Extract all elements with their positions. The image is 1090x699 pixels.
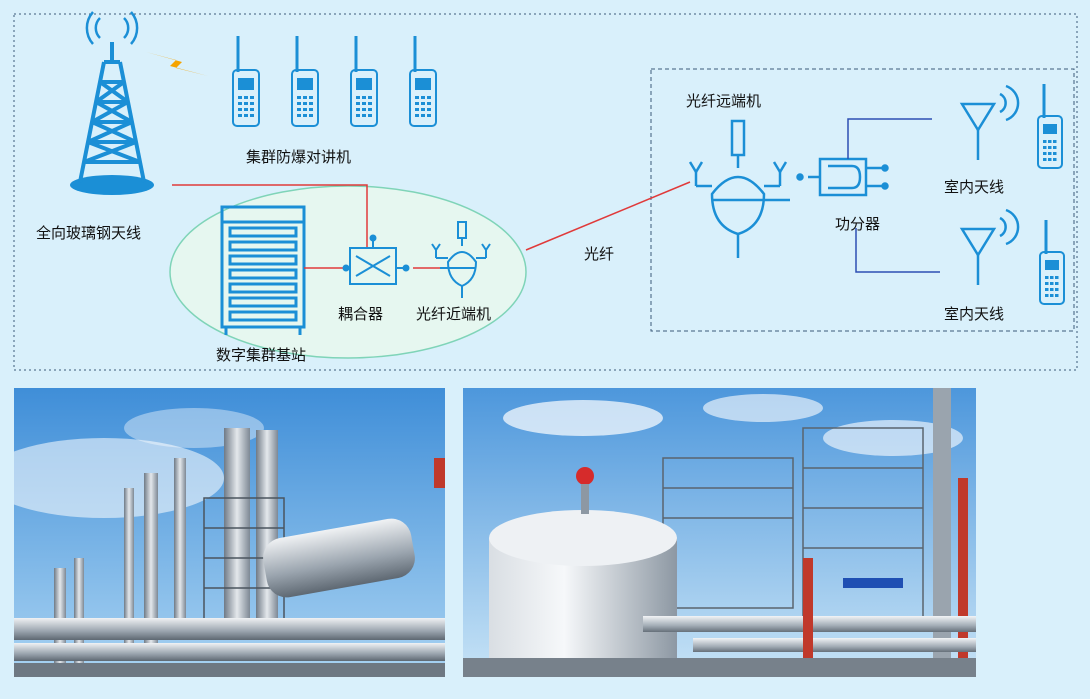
walkie-talkie-icon (1037, 84, 1063, 169)
power-splitter-icon (808, 157, 889, 197)
indoor-antenna-bottom-label: 室内天线 (944, 305, 1005, 323)
walkie-talkie-icon (291, 36, 319, 127)
tower-label: 全向玻璃钢天线 (36, 224, 142, 242)
near-end-unit-icon (431, 221, 491, 298)
indoor-antenna-bottom-icon (959, 208, 1020, 285)
tower-antenna-icon (70, 11, 154, 195)
walkie-talkie-icon (409, 36, 437, 127)
feeder-links (172, 181, 691, 269)
storage-tank-photo (463, 388, 976, 677)
indoor-antenna-top-label: 室内天线 (944, 178, 1005, 196)
splitter-label: 功分器 (835, 215, 881, 233)
base-station-label: 数字集群基站 (216, 346, 307, 364)
radios-label: 集群防爆对讲机 (246, 148, 352, 166)
indoor-antenna-top-icon (959, 84, 1020, 160)
signal-bolt-icon (146, 52, 208, 76)
far-end-unit-icon (688, 119, 804, 258)
fiber-label: 光纤 (584, 245, 615, 263)
radio-group (232, 36, 437, 127)
remote-section-frame (650, 68, 1075, 332)
walkie-talkie-icon (350, 36, 378, 127)
coupler-icon (342, 234, 410, 285)
walkie-talkie-icon (1039, 220, 1065, 305)
splitter-feed-lines (847, 118, 940, 273)
diagram-frame (13, 13, 1078, 371)
refinery-photo (14, 388, 445, 677)
coupler-label: 耦合器 (338, 305, 384, 323)
far-end-label: 光纤远端机 (686, 92, 762, 110)
base-station-cabinet-icon (220, 205, 306, 335)
walkie-talkie-icon (232, 36, 260, 127)
near-end-label: 光纤近端机 (416, 305, 492, 323)
